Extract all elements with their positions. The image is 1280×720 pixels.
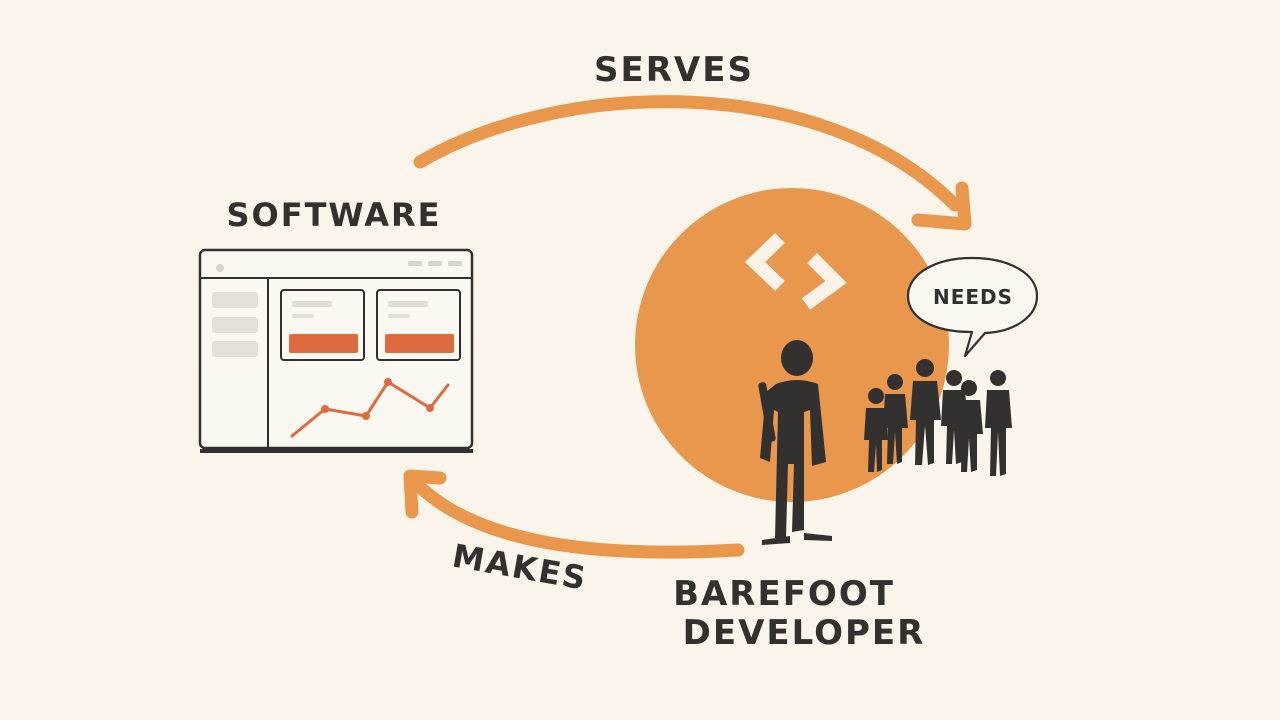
barefoot-label-line2: DEVELOPER bbox=[683, 613, 926, 653]
developer-person-icon bbox=[758, 340, 832, 545]
code-brackets-icon bbox=[744, 232, 847, 310]
needs-speech-bubble bbox=[906, 256, 1039, 358]
software-label: SOFTWARE bbox=[226, 196, 441, 234]
serves-label: SERVES bbox=[594, 50, 754, 90]
trend-line bbox=[290, 380, 450, 438]
window-dot-icon bbox=[216, 264, 224, 272]
barefoot-label-line1: BAREFOOT bbox=[673, 574, 895, 614]
software-window bbox=[198, 248, 474, 453]
serves-arrow bbox=[413, 95, 972, 231]
needs-label: NEEDS bbox=[933, 285, 1013, 309]
makes-arrow bbox=[403, 469, 745, 559]
community-people-group-icon bbox=[864, 359, 1012, 476]
